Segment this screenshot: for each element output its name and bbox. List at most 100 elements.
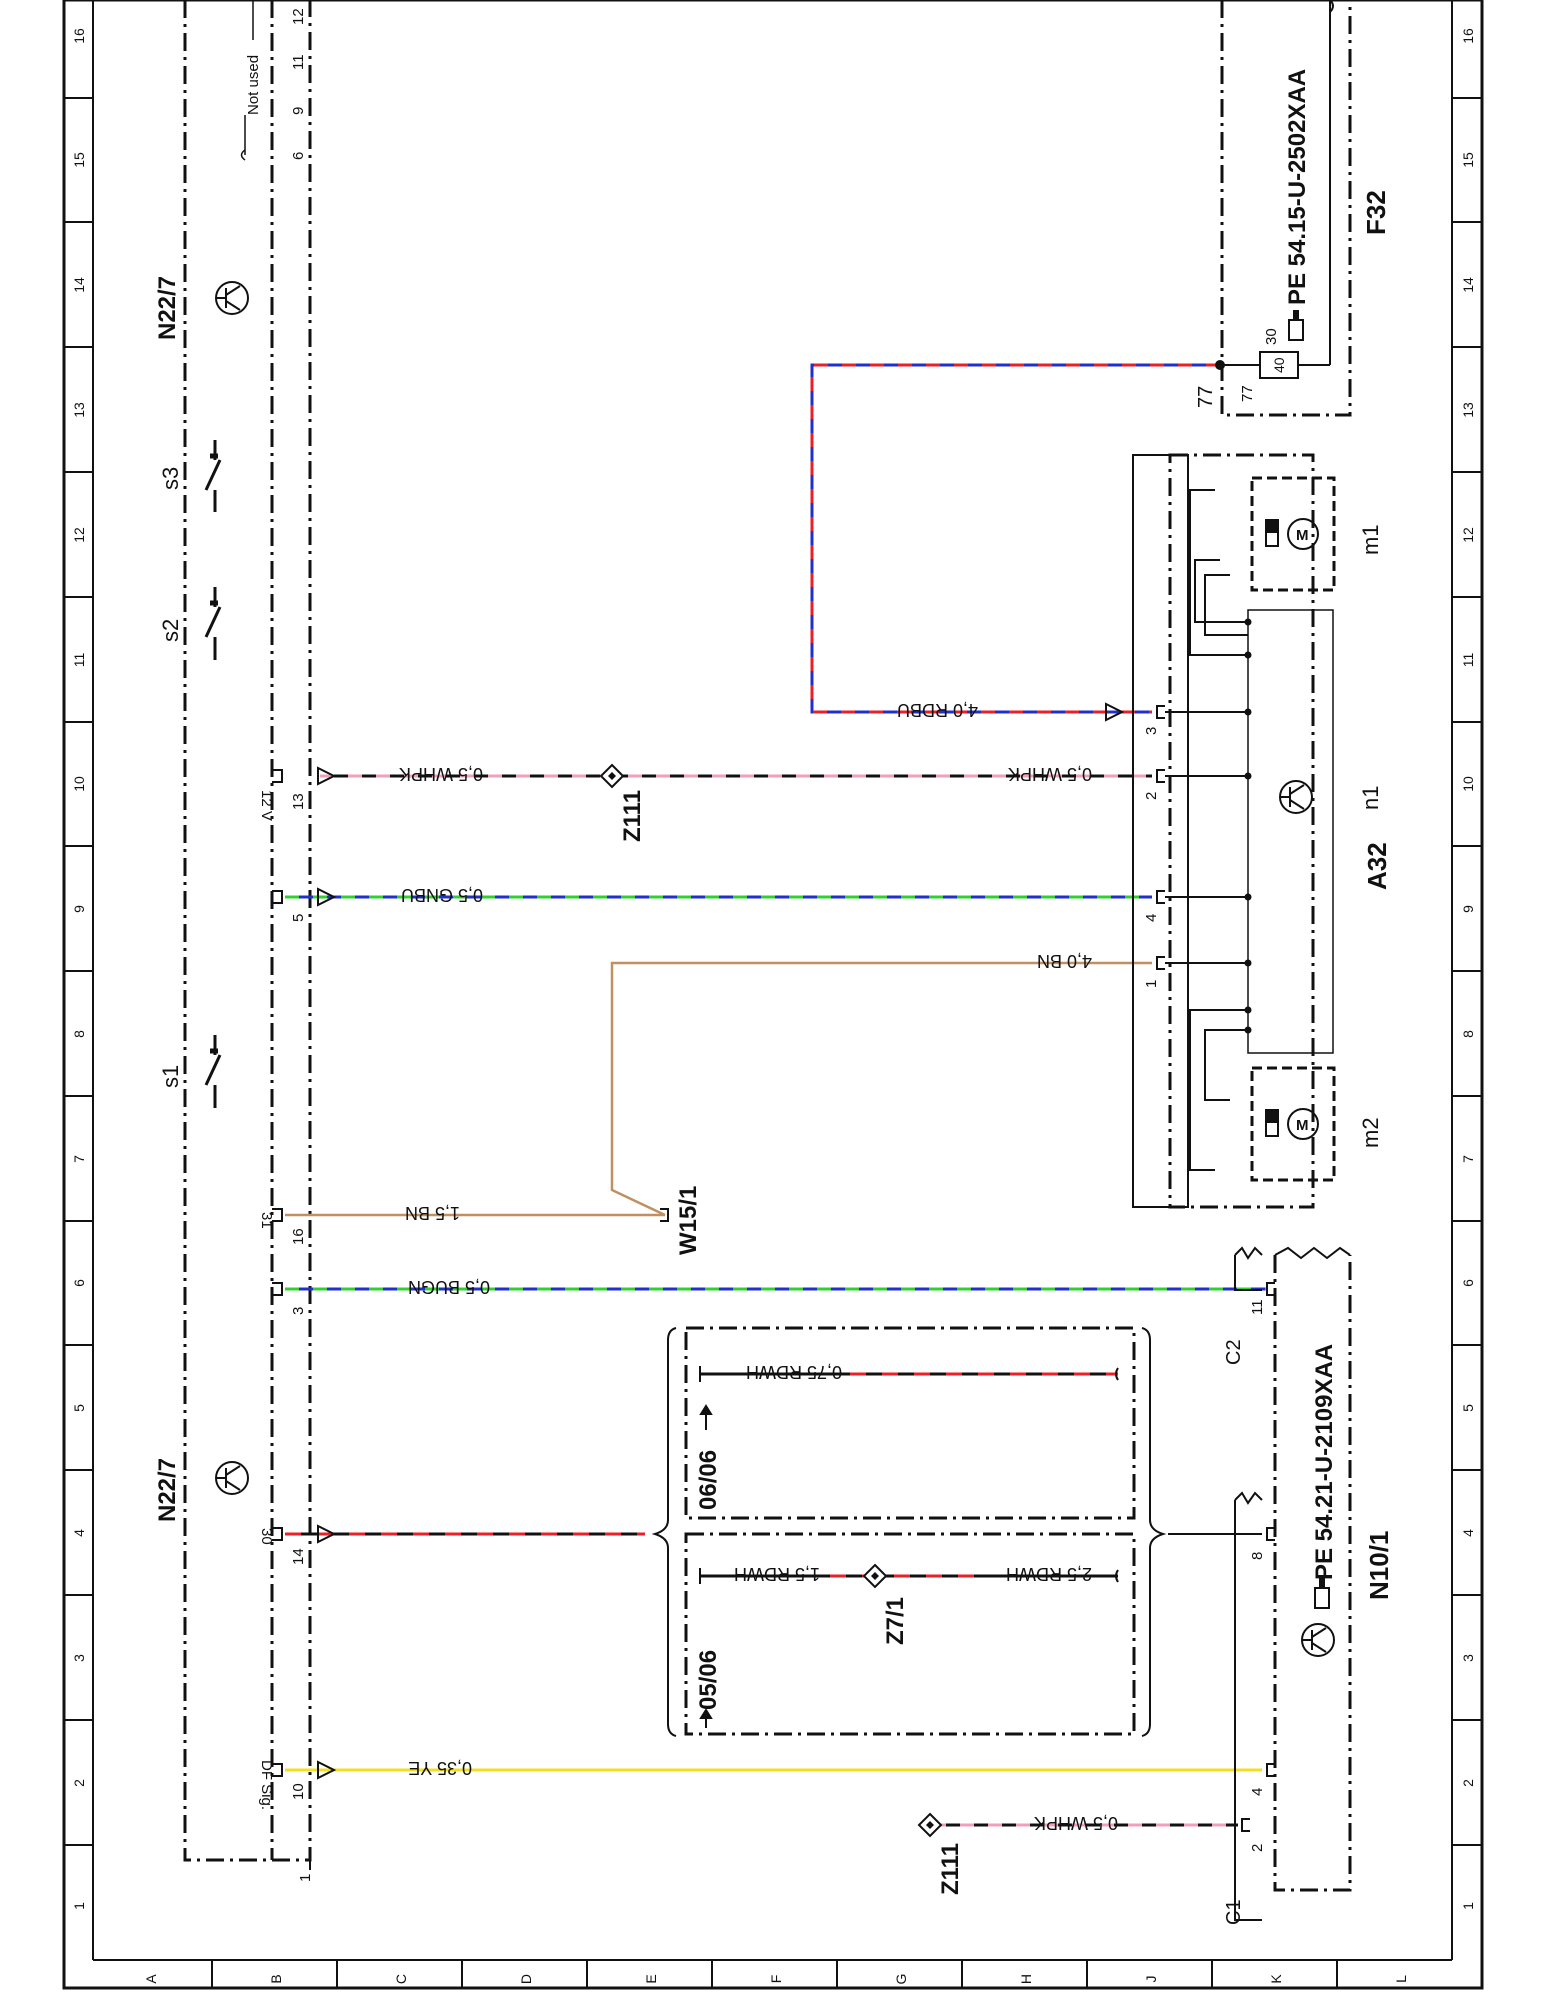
row-label-5: 5: [71, 1404, 87, 1412]
switch-s2-icon: [204, 587, 222, 660]
n10-pin-markers: [1241, 1282, 1275, 1832]
ground-point-w15-icon: [660, 1208, 669, 1222]
col-label-B: B: [268, 1974, 284, 1983]
n22-transistor-icon-bottom: [215, 1461, 249, 1495]
wire-label-ye-035: 0,35 YE: [408, 1758, 472, 1778]
variant-arrow-icon-0506: [699, 1708, 713, 1728]
switch-s3-label: s3: [158, 467, 183, 490]
c1-pin-8: 8: [1249, 1552, 1266, 1560]
splice-z7-icon: [862, 1563, 888, 1589]
col-label-C: C: [393, 1974, 409, 1984]
n22-module-outline: [183, 0, 312, 1870]
col-label-H: H: [1018, 1974, 1034, 1984]
col-label-F: F: [768, 1975, 784, 1984]
n22-pin-13-label: 13: [290, 793, 307, 810]
wire-rdbu-f32-a32: [810, 363, 1220, 714]
switch-s3-icon: [204, 440, 222, 512]
a32-pin-3: 3: [1143, 727, 1160, 735]
splice-z111-icon-a: [599, 763, 625, 789]
n22-dfsig-label: DF Sig.: [258, 1760, 275, 1810]
variant-box-0606: [684, 1326, 1136, 1520]
wire-label-rdwh-15: 1,5 RDWH: [734, 1564, 820, 1584]
row-label-right-4: 4: [1460, 1529, 1476, 1537]
row-label-right-11: 11: [1460, 653, 1476, 668]
n10-hand-pointer-icon: [1314, 1578, 1330, 1609]
n22-pin-3-label: 3: [290, 1307, 307, 1315]
row-label-right-9: 9: [1460, 905, 1476, 913]
n22-pin-12: 12: [290, 8, 307, 25]
n22-pin-10-label: 10: [290, 1783, 307, 1800]
row-label-15: 15: [71, 152, 87, 168]
variant-0606-label: 06/06: [695, 1450, 722, 1510]
row-label-7: 7: [71, 1155, 87, 1163]
n22-pin-1-label: 1: [297, 1874, 314, 1882]
a32-transistor-icon: [1279, 780, 1313, 814]
row-label-3: 3: [71, 1654, 87, 1662]
row-label-6: 6: [71, 1279, 87, 1287]
row-label-right-16: 16: [1460, 28, 1476, 44]
a32-pin-4: 4: [1143, 914, 1160, 922]
a32-control-unit-box: [1247, 609, 1334, 1054]
row-label-right-2: 2: [1460, 1779, 1476, 1787]
c2-pin-11: 11: [1249, 1299, 1266, 1315]
row-label-right-15: 15: [1460, 152, 1476, 168]
wire-label-whpk-05-a: 0,5 WHPK: [399, 764, 483, 784]
f32-pin-77-inside: 77: [1239, 385, 1256, 402]
row-label-9: 9: [71, 905, 87, 913]
svg-text:M: M: [1296, 1117, 1309, 1134]
wire-bn-40: [610, 961, 1152, 1217]
col-label-J: J: [1143, 1976, 1159, 1983]
a32-label: A32: [1362, 842, 1392, 890]
n22-31-label: 31: [258, 1212, 275, 1229]
page-frame: [62, 0, 1484, 1990]
a32-pin-2: 2: [1143, 792, 1160, 800]
row-label-10: 10: [71, 776, 87, 792]
col-label-A: A: [143, 1974, 159, 1984]
n10-transistor-icon: [1301, 1623, 1335, 1657]
motor-m1-icon: M: [1265, 518, 1319, 550]
n10-label: N10/1: [1364, 1531, 1394, 1600]
row-label-right-3: 3: [1460, 1654, 1476, 1662]
n22-12v-label: 12 V: [258, 790, 275, 821]
row-label-right-5: 5: [1460, 1404, 1476, 1412]
a32-module-outline: [1132, 453, 1315, 1209]
n22-transistor-icon-top: [215, 281, 249, 315]
n22-pin-9: 9: [290, 107, 307, 115]
a32-pin-1: 1: [1143, 980, 1160, 988]
splice-z111-label-a: Z111: [619, 790, 646, 842]
n10-module-outline: [1234, 1246, 1352, 1921]
f32-label: F32: [1361, 190, 1391, 235]
variant-brace-right: [1141, 1327, 1167, 1737]
n22-not-used-label: Not used: [245, 55, 262, 115]
row-label-8: 8: [71, 1030, 87, 1038]
col-label-K: K: [1268, 1974, 1284, 1984]
n22-30-label: 30: [258, 1528, 275, 1545]
row-label-right-6: 6: [1460, 1279, 1476, 1287]
switch-s1-icon: [204, 1035, 222, 1108]
n22-pin-11: 11: [290, 54, 307, 70]
col-label-L: L: [1393, 1975, 1409, 1983]
n22-label-top: N22/7: [154, 276, 181, 340]
wire-label-gnbu-05: 0,5 GNBU: [401, 885, 483, 905]
a32-pin-markers: [1156, 705, 1165, 970]
wire-label-rdbu-40: 4,0 RDBU: [897, 700, 978, 720]
motor-m2-icon: M: [1265, 1108, 1319, 1140]
switch-s2-label: s2: [158, 619, 183, 642]
col-label-G: G: [893, 1974, 909, 1985]
motor-m2-label: m2: [1358, 1117, 1383, 1148]
n22-pin-markers: [272, 769, 283, 1777]
f32-module-outline: [1220, 0, 1352, 417]
ground-point-w15-label: W15/1: [675, 1186, 702, 1255]
row-label-right-7: 7: [1460, 1155, 1476, 1163]
c1-pin-2: 2: [1249, 1844, 1266, 1852]
motor-m1-label: m1: [1358, 524, 1383, 555]
row-label-16: 16: [71, 28, 87, 44]
splice-z111-label-b: Z111: [937, 1843, 964, 1895]
f32-fuse-icon: [1215, 0, 1331, 379]
n22-pin-16-label: 16: [290, 1228, 307, 1245]
n22-pin-14-label: 14: [290, 1548, 307, 1565]
wire-label-bn-15: 1,5 BN: [405, 1203, 460, 1223]
wire-label-rdwh-075: 0,75 RDWH: [746, 1362, 842, 1382]
